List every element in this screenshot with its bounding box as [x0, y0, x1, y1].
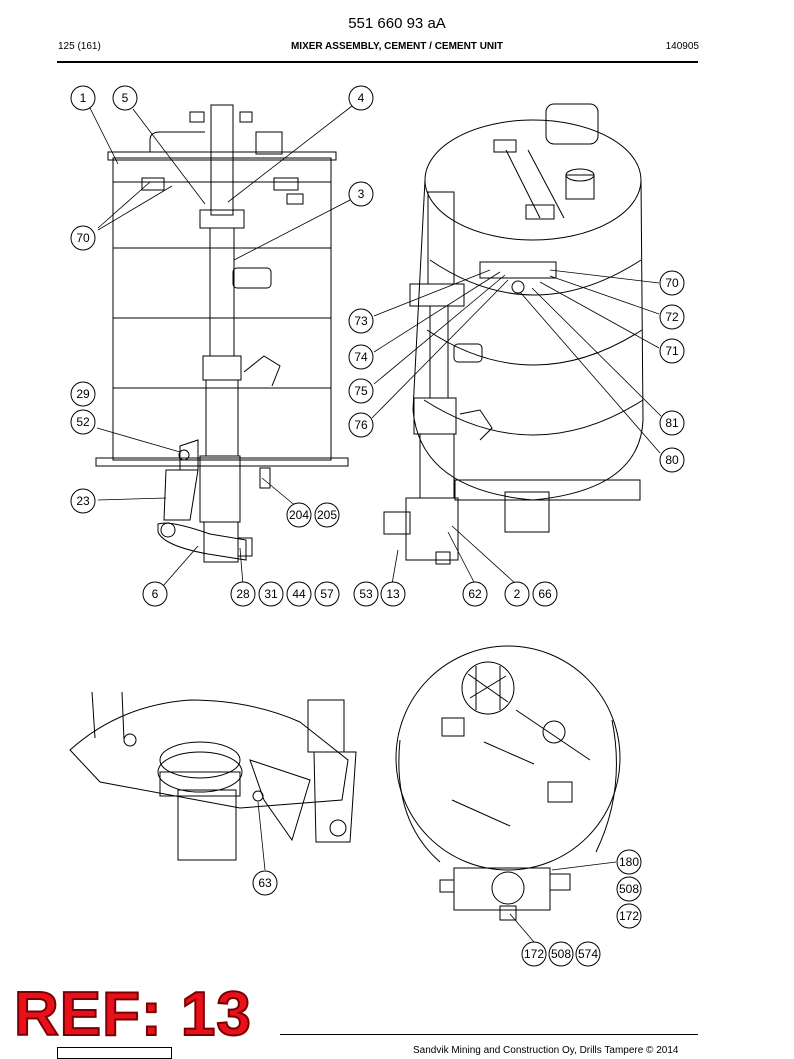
callout-label: 3 [358, 187, 365, 201]
callout-label: 70 [665, 276, 679, 290]
page-title: MIXER ASSEMBLY, CEMENT / CEMENT UNIT [290, 41, 504, 52]
callout-label: 6 [152, 587, 159, 601]
callout-label: 1 [80, 91, 87, 105]
callout-label: 74 [354, 350, 368, 364]
callout-label: 73 [354, 314, 368, 328]
callout-label: 72 [665, 310, 679, 324]
callout-label: 23 [76, 494, 90, 508]
mixer-iso-view [383, 103, 644, 565]
callout-label: 31 [264, 587, 278, 601]
callout-label: 53 [359, 587, 373, 601]
callout-label: 44 [292, 587, 306, 601]
parts-drawing: 1 5 4 3 70 29 52 23 204 205 6 28 31 44 5… [69, 85, 685, 967]
callout-label: 62 [468, 587, 482, 601]
callout-label: 13 [386, 587, 400, 601]
callout-label: 172 [619, 909, 639, 923]
page-date: 140905 [665, 41, 699, 52]
header-rule [57, 61, 698, 63]
callout-label: 81 [665, 416, 679, 430]
callout-label: 76 [354, 418, 368, 432]
page-index: 125 (161) [58, 41, 101, 52]
callout-label: 75 [354, 384, 368, 398]
callout-label: 52 [76, 415, 90, 429]
callout-label: 57 [320, 587, 334, 601]
callout-label: 180 [619, 855, 639, 869]
footer-logo [57, 1047, 172, 1059]
callout-label: 63 [258, 876, 272, 890]
ref-stamp: REF: 13 [13, 980, 252, 1049]
callout-label: 28 [236, 587, 250, 601]
footer-rule [280, 1034, 698, 1035]
callout-label: 5 [122, 91, 129, 105]
callout-labels: 1 5 4 3 70 29 52 23 204 205 6 28 31 44 5… [76, 91, 679, 961]
callout-label: 70 [76, 231, 90, 245]
leader-lines [89, 105, 662, 943]
callout-label: 80 [665, 453, 679, 467]
callout-label: 204 [289, 508, 309, 522]
callout-label: 508 [619, 882, 639, 896]
bottom-detail-view [69, 691, 357, 861]
callout-label: 2 [514, 587, 521, 601]
callout-label: 4 [358, 91, 365, 105]
callout-label: 172 [524, 947, 544, 961]
top-plan-view [395, 645, 621, 921]
callout-label: 574 [578, 947, 598, 961]
callout-label: 205 [317, 508, 337, 522]
document-number: 551 660 93 aA [348, 15, 446, 32]
mixer-side-view [95, 104, 349, 563]
callout-circles [70, 85, 685, 967]
callout-label: 29 [76, 387, 90, 401]
callout-label: 508 [551, 947, 571, 961]
callout-label: 71 [665, 344, 679, 358]
callout-label: 66 [538, 587, 552, 601]
footer-copyright: Sandvik Mining and Construction Oy, Dril… [413, 1045, 679, 1056]
